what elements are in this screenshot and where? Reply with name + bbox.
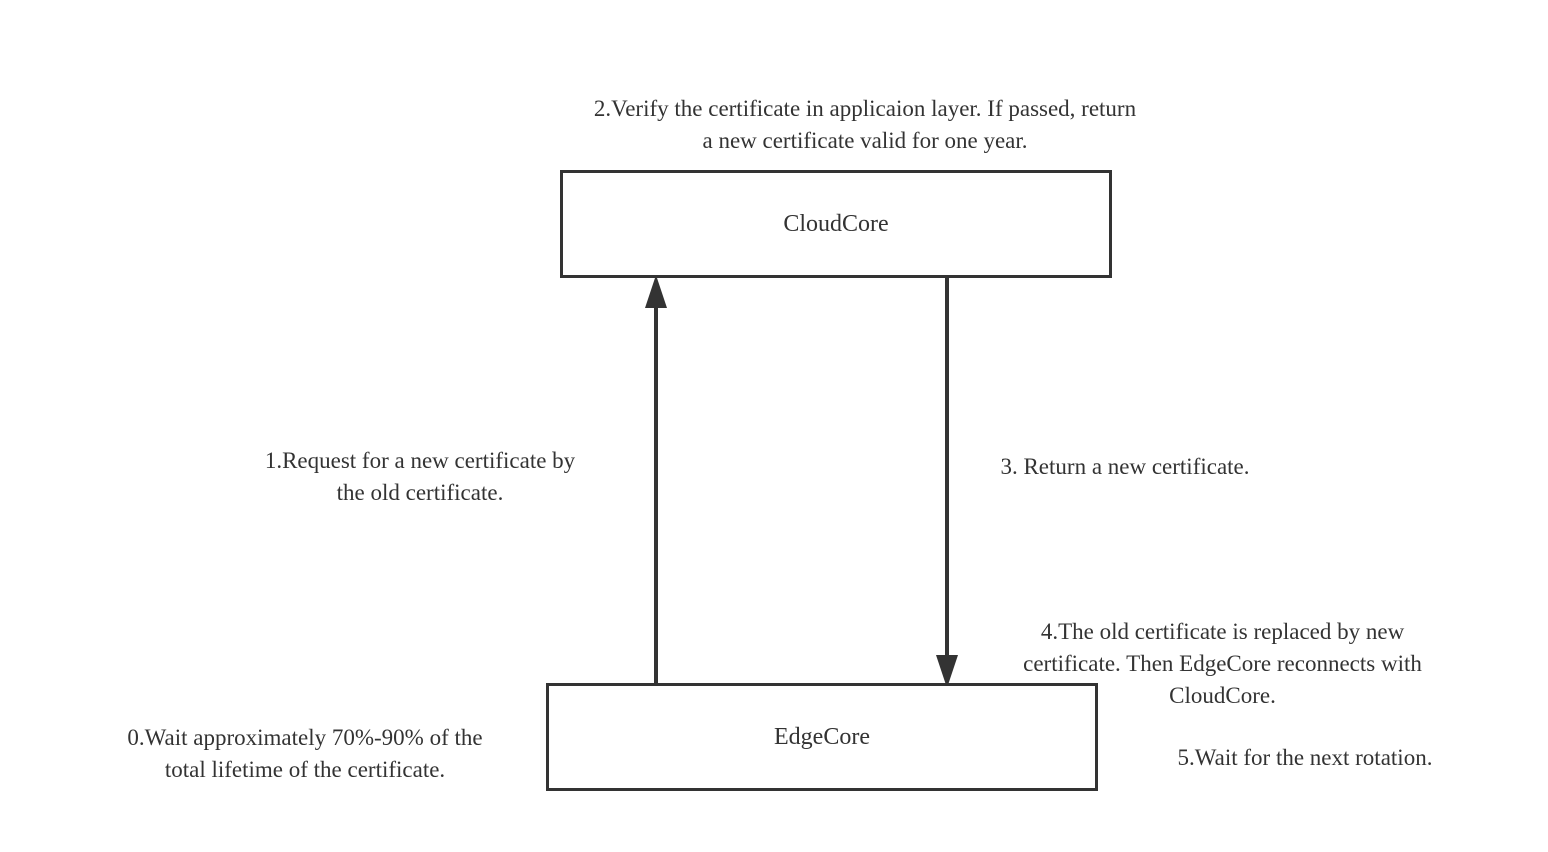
step-1-line: the old certificate. bbox=[336, 480, 504, 505]
step-0-note: 0.Wait approximately 70%-90% of the tota… bbox=[80, 722, 530, 786]
step-0-line: 0.Wait approximately 70%-90% of the bbox=[127, 725, 483, 750]
step-0-line: total lifetime of the certificate. bbox=[164, 757, 446, 782]
arrow-edgecore-to-cloudcore bbox=[645, 275, 667, 684]
edgecore-node: EdgeCore bbox=[546, 683, 1098, 791]
step-4-line: CloudCore. bbox=[1169, 683, 1276, 708]
step-5-line: 5.Wait for the next rotation. bbox=[1177, 745, 1433, 770]
step-4-line: 4.The old certificate is replaced by new bbox=[1040, 619, 1405, 644]
step-3-note: 3. Return a new certificate. bbox=[970, 451, 1280, 483]
step-4-note: 4.The old certificate is replaced by new… bbox=[985, 616, 1460, 712]
step-5-note: 5.Wait for the next rotation. bbox=[1145, 742, 1465, 774]
step-2-line: a new certificate valid for one year. bbox=[702, 128, 1028, 153]
step-2-note: 2.Verify the certificate in applicaion l… bbox=[540, 93, 1190, 157]
cloudcore-node: CloudCore bbox=[560, 170, 1112, 278]
step-2-line: 2.Verify the certificate in applicaion l… bbox=[593, 96, 1137, 121]
arrowhead-up-icon bbox=[645, 275, 667, 308]
edgecore-label: EdgeCore bbox=[774, 723, 870, 750]
step-3-line: 3. Return a new certificate. bbox=[1000, 454, 1250, 479]
cloudcore-label: CloudCore bbox=[783, 210, 889, 237]
step-4-line: certificate. Then EdgeCore reconnects wi… bbox=[1023, 651, 1422, 676]
step-1-note: 1.Request for a new certificate by the o… bbox=[215, 445, 625, 509]
arrowhead-down-icon bbox=[936, 655, 958, 688]
step-1-line: 1.Request for a new certificate by bbox=[264, 448, 576, 473]
arrow-cloudcore-to-edgecore bbox=[936, 277, 958, 688]
